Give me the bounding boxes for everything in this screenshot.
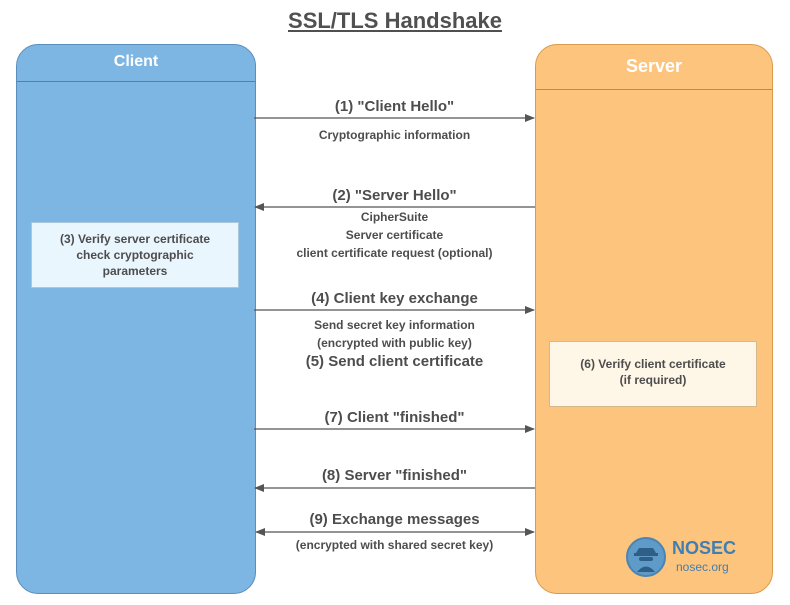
client-lane: Client [16,44,256,594]
step-8-title: (8) Server "finished" [321,467,468,484]
step-2-title: (2) "Server Hello" [332,187,457,204]
step-6-line: (6) Verify client certificate [580,357,726,371]
verify-server-certificate-box: (3) Verify server certificate check cryp… [31,222,239,288]
step-2-detail: CipherSuite [360,210,429,224]
hacker-icon [626,537,666,577]
step-3-line: parameters [102,264,168,278]
step-9-title: (9) Exchange messages [309,511,480,528]
step-1-title: (1) "Client Hello" [334,98,455,115]
server-lane-header: Server [536,45,772,90]
step-2-detail: client certificate request (optional) [296,246,493,260]
diagram-title: SSL/TLS Handshake [288,8,502,33]
logo-site: nosec.org [676,560,729,574]
step-9-detail: (encrypted with shared secret key) [295,538,494,552]
step-3-line: (3) Verify server certificate [59,232,211,246]
step-4-title: (4) Client key exchange [311,290,478,307]
step-4-detail: Send secret key information [314,318,475,332]
step-5-title: (5) Send client certificate [305,353,484,370]
step-4-detail: (encrypted with public key) [317,336,472,350]
nosec-logo: NOSEC nosec.org [626,534,756,584]
logo-name: NOSEC [672,538,737,558]
step-6-line: (if required) [619,373,687,387]
step-7-title: (7) Client "finished" [324,409,465,426]
step-3-line: check cryptographic [76,248,194,262]
step-1-detail: Cryptographic information [318,128,471,142]
verify-client-certificate-box: (6) Verify client certificate (if requir… [549,341,757,407]
client-lane-header: Client [17,45,255,82]
server-lane: Server [535,44,773,594]
step-2-detail: Server certificate [345,228,444,242]
